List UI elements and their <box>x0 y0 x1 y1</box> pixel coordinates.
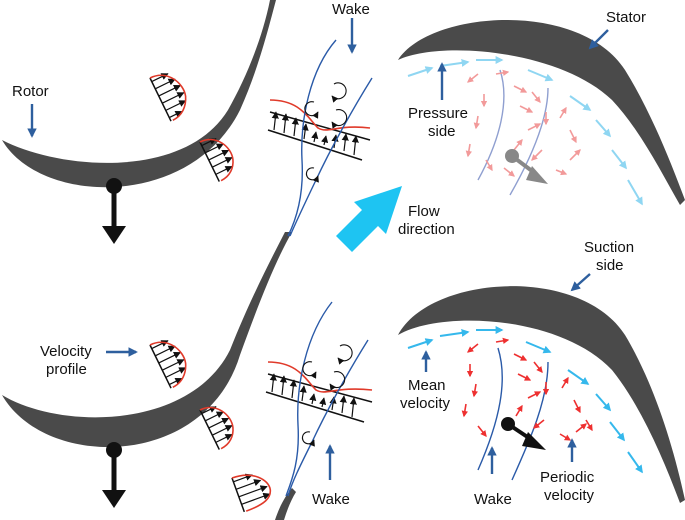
wake-top-label: Wake <box>332 1 370 18</box>
rotor-blades <box>2 0 296 520</box>
stator-top-streamlines <box>477 69 549 196</box>
wake-profile-band-top <box>267 99 371 161</box>
stator-bottom-periodic-velocity-arrows <box>461 337 593 441</box>
velocity-profile-bottom-2 <box>199 406 234 450</box>
stator-bottom-wake-lines <box>477 347 549 481</box>
rotor-motion-vector-top <box>102 178 126 244</box>
velocity-profile-label-line2: profile <box>46 361 87 378</box>
periodic-velocity-label-line2: velocity <box>544 487 595 504</box>
flow-direction-label-line1: Flow <box>408 203 440 220</box>
stator-top-gray-vector <box>505 149 548 184</box>
rotor-blade-tip-bottom <box>275 488 296 520</box>
rotor-label: Rotor <box>12 83 49 100</box>
velocity-profile-bottom-3 <box>231 473 272 513</box>
stator-top-mean-velocity-arrows <box>407 56 643 206</box>
wake-vortices <box>301 82 353 447</box>
mean-velocity-label-line1: Mean <box>408 377 446 394</box>
wake-lines-bottom <box>285 301 369 497</box>
stator-label: Stator <box>606 9 646 26</box>
labels: Rotor Wake Stator Pressure side Flow dir… <box>12 1 646 508</box>
suction-side-pointer-arrow <box>570 273 591 292</box>
stator-top-periodic-velocity-arrows <box>465 69 581 177</box>
pressure-side-label-line2: side <box>428 123 456 140</box>
pressure-side-label-line1: Pressure <box>408 105 468 122</box>
stator-blade-bottom <box>398 286 685 503</box>
flow-direction-arrow <box>336 186 402 252</box>
velocity-profile-top-1 <box>149 73 187 122</box>
velocity-profile-top-2 <box>199 138 234 182</box>
stator-bottom-mean-velocity-arrows <box>407 326 643 474</box>
wake-profile-band-bottom <box>265 361 373 423</box>
periodic-velocity-label-line1: Periodic <box>540 469 595 486</box>
suction-side-label-line1: Suction <box>584 239 634 256</box>
stator-bottom-black-vector <box>501 417 546 450</box>
wake-bottom-right-label: Wake <box>474 491 512 508</box>
mean-velocity-label-line2: velocity <box>400 395 451 412</box>
rotor-blade-bottom <box>2 232 292 448</box>
pointer-arrows <box>27 18 609 480</box>
rotor-motion-vector-bottom <box>102 442 126 508</box>
velocity-profile-label-line1: Velocity <box>40 343 92 360</box>
suction-side-label-line2: side <box>596 257 624 274</box>
stator-blade-top <box>398 20 685 205</box>
stator-pointer-arrow <box>588 29 609 50</box>
velocity-profile-bottom-1 <box>149 340 187 389</box>
flow-direction-label-line2: direction <box>398 221 455 238</box>
wake-bottom-center-label: Wake <box>312 491 350 508</box>
